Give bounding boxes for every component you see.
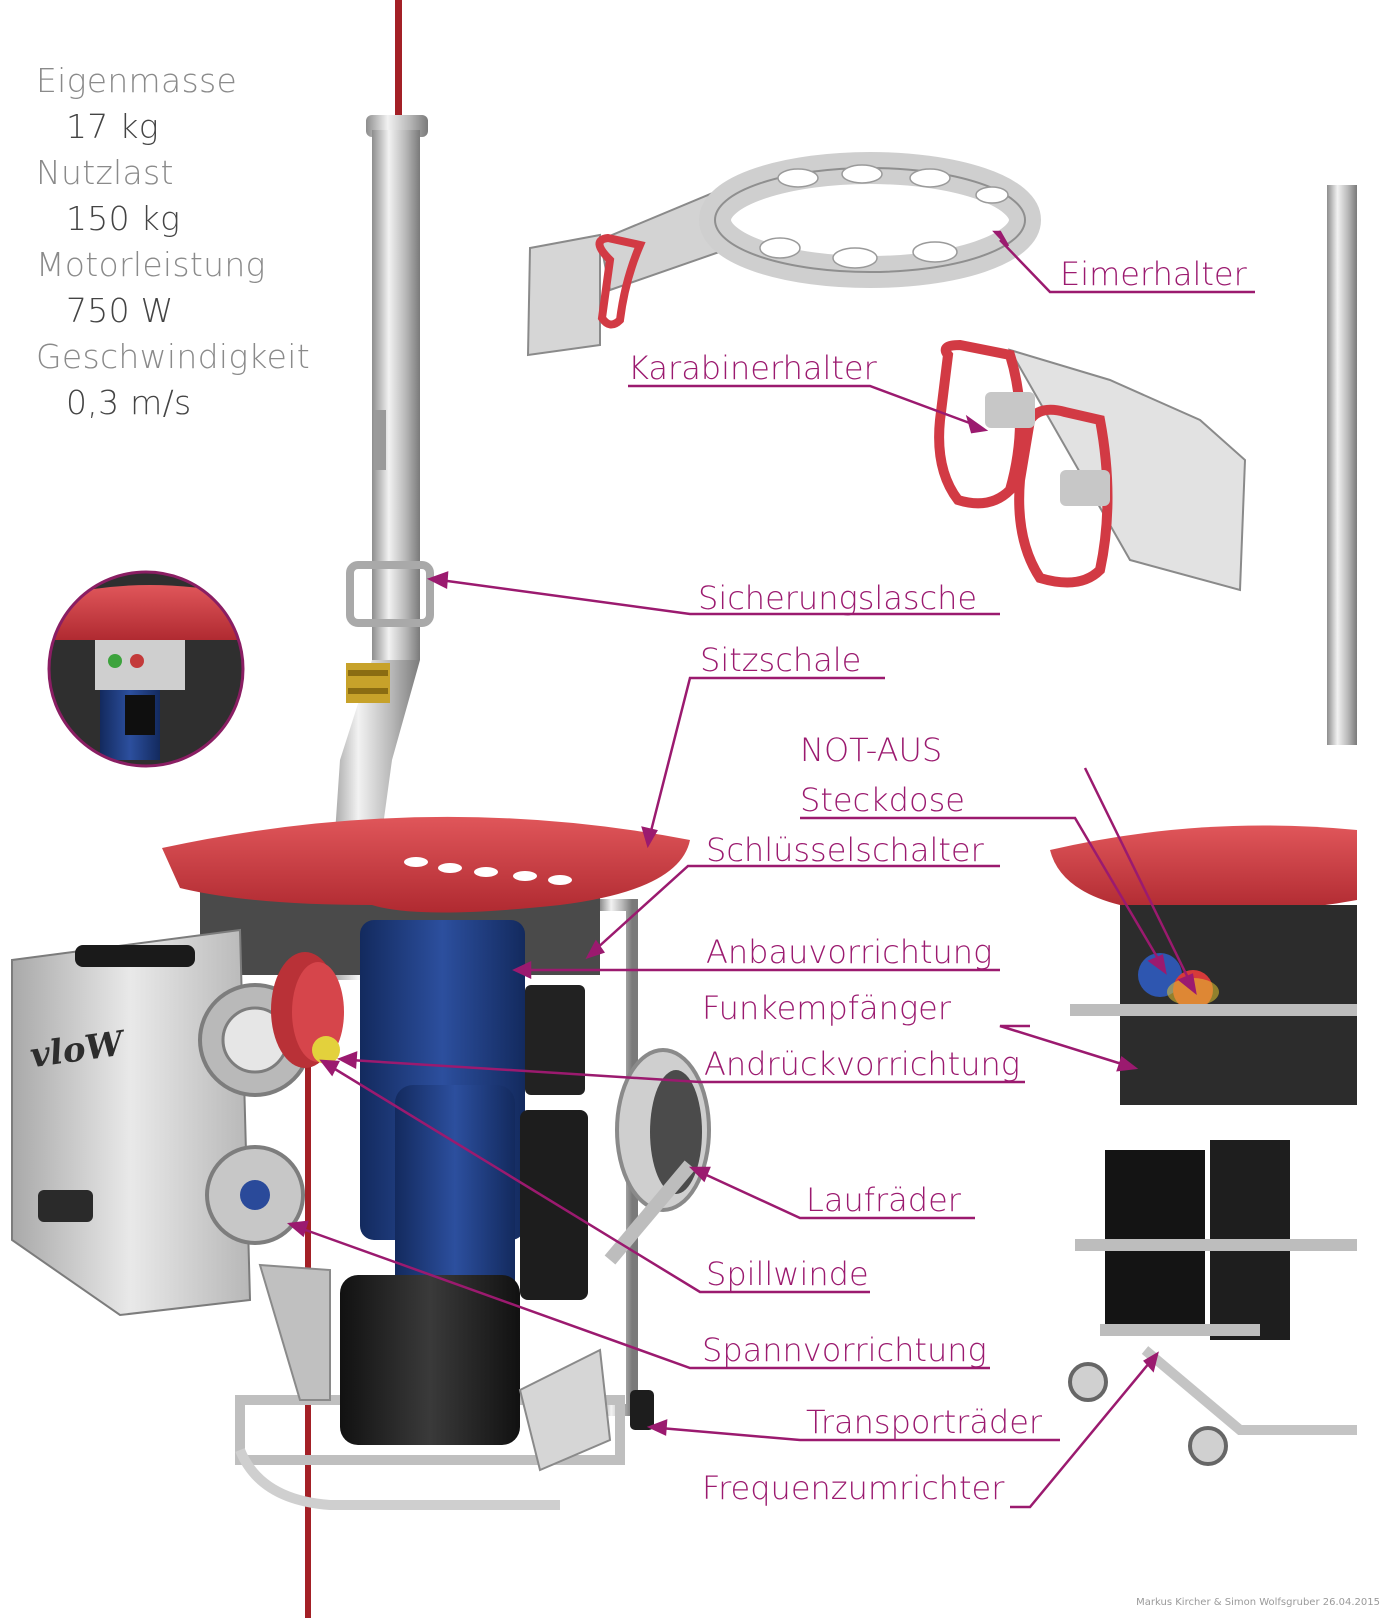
carabiner-holder [934,339,1247,592]
spec-label-geschwindigkeit: Geschwindigkeit [36,337,310,376]
label-anbauvorrichtung: Anbauvorrichtung [706,933,993,971]
detail-magnifier [47,570,245,768]
label-frequenzumrichter: Frequenzumrichter [702,1469,1005,1507]
main-machine [11,816,711,1510]
spec-value-motorleistung: 750 W [66,291,174,330]
label-sitzschale: Sitzschale [700,641,862,679]
label-steckdose: Steckdose [800,781,965,819]
label-karabinerhalter: Karabinerhalter [628,349,877,387]
label-spannvorrichtung: Spannvorrichtung [702,1331,987,1369]
label-laufraeder: Laufräder [806,1181,961,1219]
callout-leaders [286,230,1255,1509]
label-transportraeder: Transporträder [806,1403,1043,1441]
credit-line: Markus Kircher & Simon Wolfsgruber 26.04… [1136,1597,1380,1608]
label-andrueckvorrichtung: Andrückvorrichtung [704,1045,1020,1083]
spec-value-eigenmasse: 17 kg [66,107,159,146]
spec-label-eigenmasse: Eigenmasse [36,61,238,100]
label-spillwinde: Spillwinde [706,1255,869,1293]
label-schluesselschalter: Schlüsselschalter [706,831,984,869]
safety-tab [346,561,434,627]
spec-label-nutzlast: Nutzlast [36,153,174,192]
label-eimerhalter: Eimerhalter [1060,255,1247,293]
spec-label-motorleistung: Motorleistung [36,245,266,284]
spec-value-nutzlast: 150 kg [66,199,181,238]
bucket-holder [526,152,1041,357]
spec-value-geschwindigkeit: 0,3 m/s [66,383,192,422]
label-funkempfaenger: Funkempfänger [702,989,951,1027]
label-sicherungslasche: Sicherungslasche [698,579,978,617]
label-not-aus: NOT-AUS [800,731,943,769]
